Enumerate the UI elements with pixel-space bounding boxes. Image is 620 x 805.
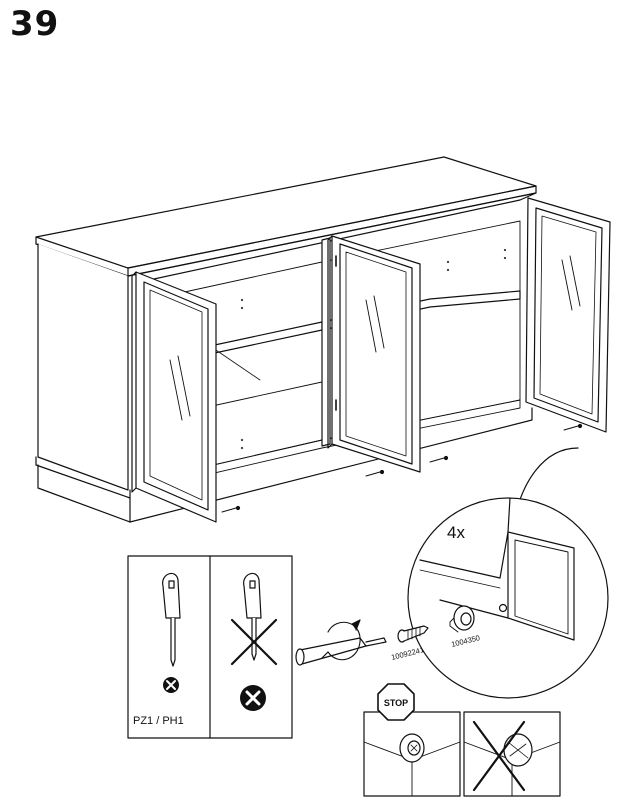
stop-label: STOP bbox=[384, 698, 408, 708]
cross-circle-icon bbox=[240, 685, 266, 711]
washer-part bbox=[449, 605, 475, 633]
tool-panel bbox=[127, 555, 293, 739]
detail-callout bbox=[407, 447, 609, 699]
step-number: 39 bbox=[10, 4, 60, 44]
glass-door-right bbox=[525, 197, 611, 433]
stop-panels bbox=[363, 683, 561, 797]
screwdriver-prohibited-icon bbox=[230, 572, 278, 666]
screwdriver-allowed-icon bbox=[162, 572, 181, 667]
sideboard-cabinet bbox=[35, 156, 537, 523]
glass-door-middle bbox=[327, 235, 421, 473]
screwdriver-in-use bbox=[295, 619, 387, 666]
hinge-screws bbox=[221, 423, 583, 513]
quantity-label: 4x bbox=[447, 523, 465, 542]
cross-mark-icon bbox=[472, 720, 526, 792]
stop-sign-icon bbox=[377, 683, 415, 721]
screw-part-number: 10092241 bbox=[390, 645, 425, 662]
screwdriver-type-label: PZ1 / PH1 bbox=[133, 715, 184, 727]
check-circle-icon bbox=[163, 677, 179, 693]
glass-door-left bbox=[131, 271, 217, 523]
screw-part bbox=[397, 625, 429, 643]
